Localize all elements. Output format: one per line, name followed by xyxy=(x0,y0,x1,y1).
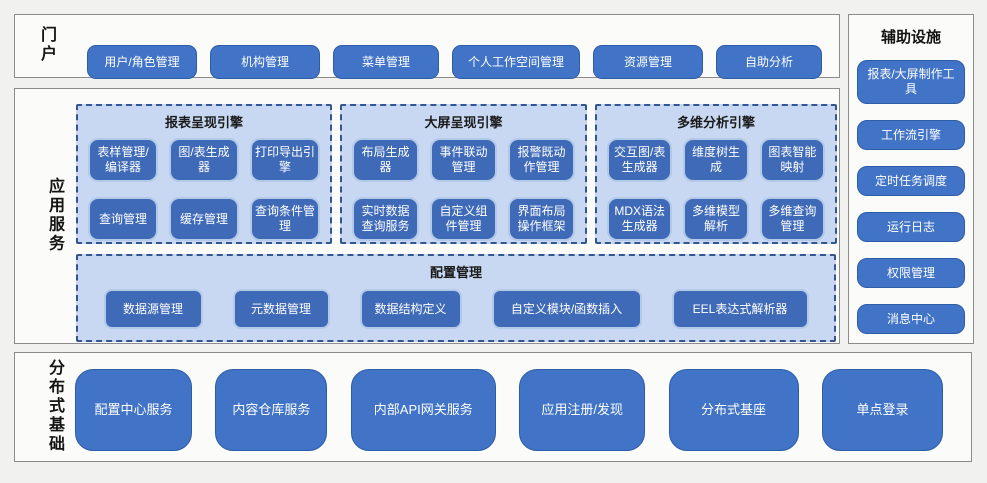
aux-button-report-maker[interactable]: 报表/大屏制作工具 xyxy=(857,60,965,104)
section-distributed: 分布式基础 配置中心服务 内容仓库服务 内部API网关服务 应用注册/发现 分布… xyxy=(14,352,972,462)
app-services-label: 应用服务 xyxy=(48,178,65,252)
engine-panels: 报表呈现引擎 表样管理/编译器 图/表生成器 打印导出引擎 查询管理 缓存管理 … xyxy=(76,104,837,244)
engine-button[interactable]: 打印导出引擎 xyxy=(250,138,320,182)
aux-button-workflow-engine[interactable]: 工作流引擎 xyxy=(857,120,965,150)
engine-button[interactable]: 图表智能映射 xyxy=(759,138,825,182)
engine-button[interactable]: 交互图/表生成器 xyxy=(607,138,673,182)
portal-button-menu-mgmt[interactable]: 菜单管理 xyxy=(333,45,439,79)
config-button-eel-parser[interactable]: EEL表达式解析器 xyxy=(671,289,809,329)
auxiliary-title: 辅助设施 xyxy=(880,29,941,46)
portal-button-self-analysis[interactable]: 自助分析 xyxy=(716,45,822,79)
panel-bigscreen-engine: 大屏呈现引擎 布局生成器 事件联动管理 报警既动作管理 实时数据查询服务 自定义… xyxy=(340,104,587,244)
panel-report-engine: 报表呈现引擎 表样管理/编译器 图/表生成器 打印导出引擎 查询管理 缓存管理 … xyxy=(76,104,332,244)
dist-button-content-repo[interactable]: 内容仓库服务 xyxy=(215,369,328,451)
panel-title: 多维分析引擎 xyxy=(676,115,755,130)
config-button-metadata-mgmt[interactable]: 元数据管理 xyxy=(232,289,330,329)
panel-title: 配置管理 xyxy=(429,265,482,280)
config-button-datasource-mgmt[interactable]: 数据源管理 xyxy=(103,289,203,329)
aux-button-message-center[interactable]: 消息中心 xyxy=(857,304,965,334)
aux-button-run-logs[interactable]: 运行日志 xyxy=(857,212,965,242)
config-button-data-structure[interactable]: 数据结构定义 xyxy=(359,289,462,329)
engine-button[interactable]: 查询管理 xyxy=(88,197,158,241)
panel-title: 大屏呈现引擎 xyxy=(424,115,503,130)
config-button-custom-module[interactable]: 自定义模块/函数插入 xyxy=(491,289,642,329)
aux-button-permission-mgmt[interactable]: 权限管理 xyxy=(857,258,965,288)
engine-button[interactable]: 布局生成器 xyxy=(352,138,419,182)
dist-button-distributed-base[interactable]: 分布式基座 xyxy=(668,369,799,451)
engine-button[interactable]: 图/表生成器 xyxy=(169,138,239,182)
dist-button-config-center[interactable]: 配置中心服务 xyxy=(75,369,192,451)
dist-button-sso[interactable]: 单点登录 xyxy=(821,369,943,451)
engine-button[interactable]: 维度树生成 xyxy=(683,138,749,182)
engine-button[interactable]: 多维模型解析 xyxy=(683,197,749,241)
section-portal: 门户 用户/角色管理 机构管理 菜单管理 个人工作空间管理 资源管理 自助分析 xyxy=(14,14,840,79)
engine-button[interactable]: 报警既动作管理 xyxy=(508,138,575,182)
engine-button[interactable]: 表样管理/编译器 xyxy=(88,138,158,182)
section-auxiliary: 辅助设施 报表/大屏制作工具 工作流引擎 定时任务调度 运行日志 权限管理 消息… xyxy=(848,14,974,344)
engine-button[interactable]: 查询条件管理 xyxy=(250,197,320,241)
engine-button[interactable]: 缓存管理 xyxy=(169,197,239,241)
engine-button[interactable]: MDX语法生成器 xyxy=(607,197,673,241)
engine-button[interactable]: 自定义组件管理 xyxy=(430,197,497,241)
portal-button-workspace-mgmt[interactable]: 个人工作空间管理 xyxy=(452,45,580,79)
engine-button[interactable]: 实时数据查询服务 xyxy=(352,197,419,241)
portal-button-resource-mgmt[interactable]: 资源管理 xyxy=(593,45,703,79)
distributed-label: 分布式基础 xyxy=(48,359,65,453)
engine-button[interactable]: 界面布局操作框架 xyxy=(508,197,575,241)
engine-button[interactable]: 事件联动管理 xyxy=(430,138,497,182)
portal-button-org-mgmt[interactable]: 机构管理 xyxy=(210,45,320,79)
panel-config-mgmt: 配置管理 数据源管理 元数据管理 数据结构定义 自定义模块/函数插入 EEL表达… xyxy=(76,254,836,342)
panel-title: 报表呈现引擎 xyxy=(164,115,243,130)
aux-button-scheduler[interactable]: 定时任务调度 xyxy=(857,166,965,196)
panel-olap-engine: 多维分析引擎 交互图/表生成器 维度树生成 图表智能映射 MDX语法生成器 多维… xyxy=(595,104,837,244)
portal-label: 门户 xyxy=(40,27,57,63)
section-app-services: 应用服务 报表呈现引擎 表样管理/编译器 图/表生成器 打印导出引擎 查询管理 … xyxy=(14,88,840,344)
dist-button-app-registry[interactable]: 应用注册/发现 xyxy=(519,369,646,451)
portal-button-row: 用户/角色管理 机构管理 菜单管理 个人工作空间管理 资源管理 自助分析 xyxy=(87,45,822,79)
dist-button-api-gateway[interactable]: 内部API网关服务 xyxy=(350,369,496,451)
portal-button-user-role-mgmt[interactable]: 用户/角色管理 xyxy=(87,45,197,79)
engine-button[interactable]: 多维查询管理 xyxy=(759,197,825,241)
